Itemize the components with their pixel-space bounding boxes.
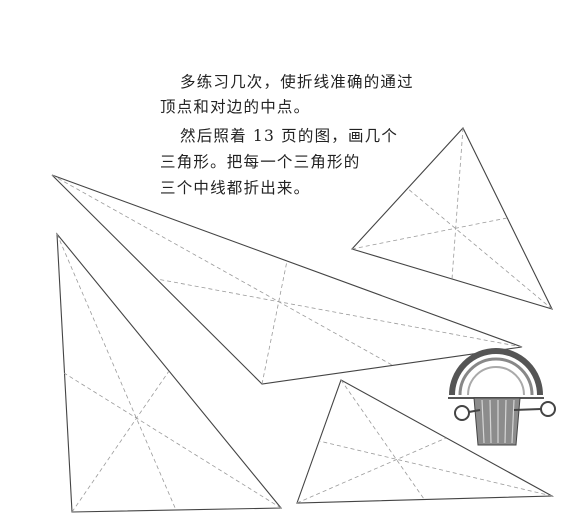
- instruction-line-5: 三个中线都折出来。: [160, 179, 311, 197]
- instruction-line-2: 顶点和对边的中点。: [160, 98, 311, 116]
- triangle-left-tall: [56, 232, 283, 513]
- protractor-icon: [448, 348, 556, 446]
- triangle-bottom-right: [296, 379, 555, 504]
- triangle-long-obtuse: [51, 174, 523, 385]
- instruction-line-4: 三角形。把每一个三角形的: [160, 153, 361, 171]
- instruction-line-1: 多练习几次，使折线准确的通过: [180, 73, 414, 91]
- instruction-line-3: 然后照着 13 页的图，画几个: [180, 127, 399, 145]
- triangle-upper-right: [351, 127, 554, 310]
